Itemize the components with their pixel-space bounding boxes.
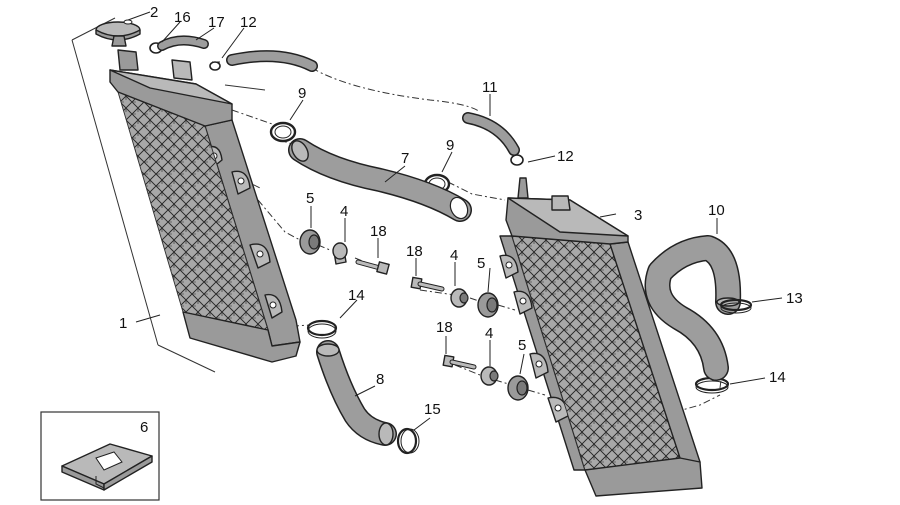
leader-lines	[127, 11, 783, 431]
callout-5-left: 5	[306, 190, 314, 207]
hose-7	[288, 138, 472, 222]
spacer-4-left	[332, 242, 348, 265]
callout-4-mid: 4	[450, 247, 458, 264]
callout-14-left: 14	[348, 287, 365, 304]
hose-17	[157, 35, 209, 51]
callout-5-mid: 5	[477, 255, 485, 272]
overflow-hose	[226, 50, 318, 72]
callout-11: 11	[482, 79, 498, 96]
assembly-frame-lines	[71, 17, 266, 373]
callout-8: 8	[376, 371, 384, 388]
callout-2: 2	[150, 4, 158, 21]
callout-18-lower: 18	[436, 319, 453, 336]
callout-4-left: 4	[340, 203, 348, 220]
left-radiator	[109, 49, 301, 363]
callout-4-lower: 4	[485, 325, 493, 342]
callout-12-right: 12	[557, 148, 574, 165]
bolt-18-mid	[410, 276, 445, 292]
clamp-12-right	[510, 154, 524, 166]
grommet-5-mid	[477, 292, 499, 318]
callout-6: 6	[140, 419, 148, 436]
callout-9-left: 9	[298, 85, 306, 102]
callout-14-right: 14	[769, 369, 786, 386]
spacer-4-mid	[450, 288, 469, 308]
callout-13: 13	[786, 290, 803, 307]
clamp-14-left	[306, 319, 338, 339]
hose-11	[462, 112, 520, 156]
callout-18-mid: 18	[406, 243, 423, 260]
callout-17: 17	[208, 14, 225, 31]
callout-1: 1	[119, 315, 127, 332]
callout-3: 3	[634, 207, 642, 224]
callout-5-lower: 5	[518, 337, 526, 354]
clamp-13	[719, 298, 753, 314]
callout-10: 10	[708, 202, 725, 219]
callout-labels: 1 2 16 17 12 9 7 9 11 12 3 10 13 14 5 4 …	[119, 4, 803, 436]
callout-15: 15	[424, 401, 441, 418]
inset-bracket-box	[40, 411, 160, 501]
radiator-cap	[95, 19, 141, 47]
bolt-18-lower	[442, 354, 477, 370]
callout-7: 7	[401, 150, 409, 167]
clamp-12-left	[209, 61, 221, 71]
grommet-5-lower	[507, 375, 529, 401]
callout-18-left: 18	[370, 223, 387, 240]
right-radiator	[499, 177, 703, 497]
clamp-9-left	[269, 121, 297, 143]
callout-9-right: 9	[446, 137, 454, 154]
grommet-5-left	[299, 229, 321, 255]
bolt-18-left	[355, 259, 390, 275]
hose-8	[316, 340, 397, 446]
callout-16: 16	[174, 9, 191, 26]
callout-12-upper: 12	[240, 14, 257, 31]
clamp-15	[396, 427, 420, 455]
spacer-4-lower	[480, 366, 499, 386]
